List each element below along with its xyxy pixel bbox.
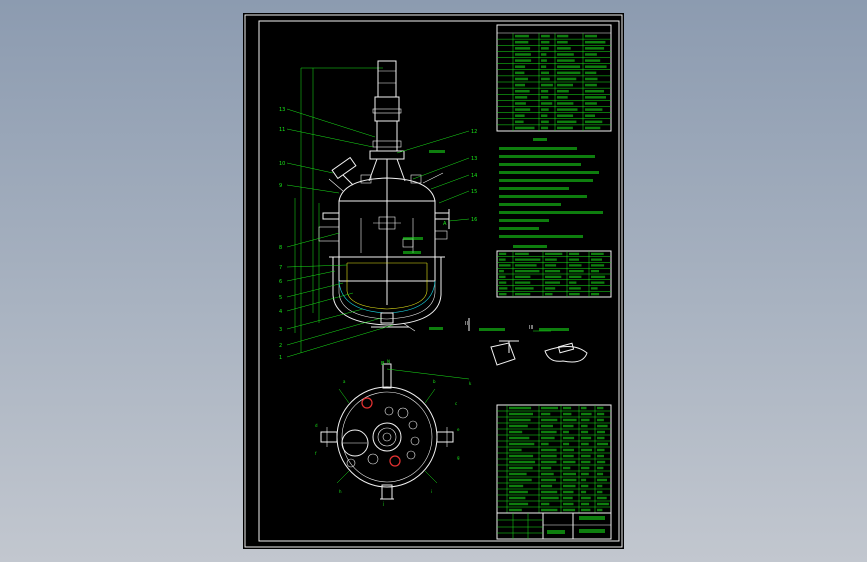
leaders-left <box>286 108 394 358</box>
plan-label: c <box>455 401 457 406</box>
plan-label: d <box>315 423 318 428</box>
plan-angle-labels: Na b c d e f g h i j k <box>315 359 472 506</box>
part-number-label: 15 <box>471 189 477 195</box>
detail-ii <box>490 342 516 366</box>
part-number-label: 3 <box>279 327 282 333</box>
part-number-label: 8 <box>279 245 282 251</box>
manhole <box>341 429 369 457</box>
inner-border <box>258 20 620 542</box>
part-number-label: 13 <box>279 107 285 113</box>
technical-requirements-notes <box>499 138 603 238</box>
plan-view <box>320 363 470 500</box>
plan-label: b <box>433 379 436 384</box>
highlighted-nozzle-b <box>389 455 401 467</box>
nozzle-table <box>496 245 612 298</box>
part-number-label: 12 <box>471 129 477 135</box>
part-number-label: 14 <box>471 173 477 179</box>
plan-label: N <box>387 359 390 364</box>
part-number-label: 9 <box>279 183 282 189</box>
plan-label: e <box>457 427 460 432</box>
part-number-label: A <box>443 221 447 227</box>
plan-label: j <box>382 501 384 506</box>
part-number-labels-right: 12 13 14 15 16 <box>471 129 477 223</box>
part-number-label: 2 <box>279 343 282 349</box>
anchor-agitator <box>346 263 428 310</box>
reactor-assembly-drawing: 13 11 10 9 8 7 6 5 4 3 2 1 12 13 14 15 16 <box>244 14 623 548</box>
part-number-label: 11 <box>279 127 285 133</box>
plan-label: k <box>469 381 472 386</box>
plan-label: g <box>457 455 460 460</box>
highlighted-nozzle-a <box>361 397 373 409</box>
drawing-sheet: 13 11 10 9 8 7 6 5 4 3 2 1 12 13 14 15 16 <box>243 13 624 549</box>
plan-label: f <box>315 451 317 456</box>
parts-list-and-title-block <box>496 404 612 540</box>
detail-iii <box>544 346 588 363</box>
part-number-label: 10 <box>279 161 285 167</box>
plan-label: h <box>339 489 342 494</box>
part-number-label: 7 <box>279 265 282 271</box>
plan-outer-circle <box>336 386 438 488</box>
elevation-view <box>286 60 470 358</box>
motor <box>377 60 397 98</box>
part-number-labels-left: 13 11 10 9 8 7 6 5 4 3 2 1 <box>279 107 285 361</box>
leaders-right <box>396 130 470 222</box>
part-number-label: 6 <box>279 279 282 285</box>
part-number-label: 16 <box>471 217 477 223</box>
part-number-label: 4 <box>279 309 282 315</box>
part-number-label: 13 <box>471 156 477 162</box>
part-number-label: 5 <box>279 295 282 301</box>
plan-label: i <box>431 489 432 494</box>
part-number-label: II <box>465 321 468 327</box>
part-number-label: III <box>529 325 533 331</box>
technical-characteristics-table <box>496 24 612 132</box>
part-number-label: 1 <box>279 355 282 361</box>
center-flange <box>372 422 402 452</box>
outer-border <box>244 14 623 548</box>
mechanical-seal <box>376 120 398 152</box>
detail-views <box>468 318 588 366</box>
part-number-label: B <box>381 361 385 367</box>
jacket <box>332 257 442 326</box>
plan-label: a <box>343 379 346 384</box>
